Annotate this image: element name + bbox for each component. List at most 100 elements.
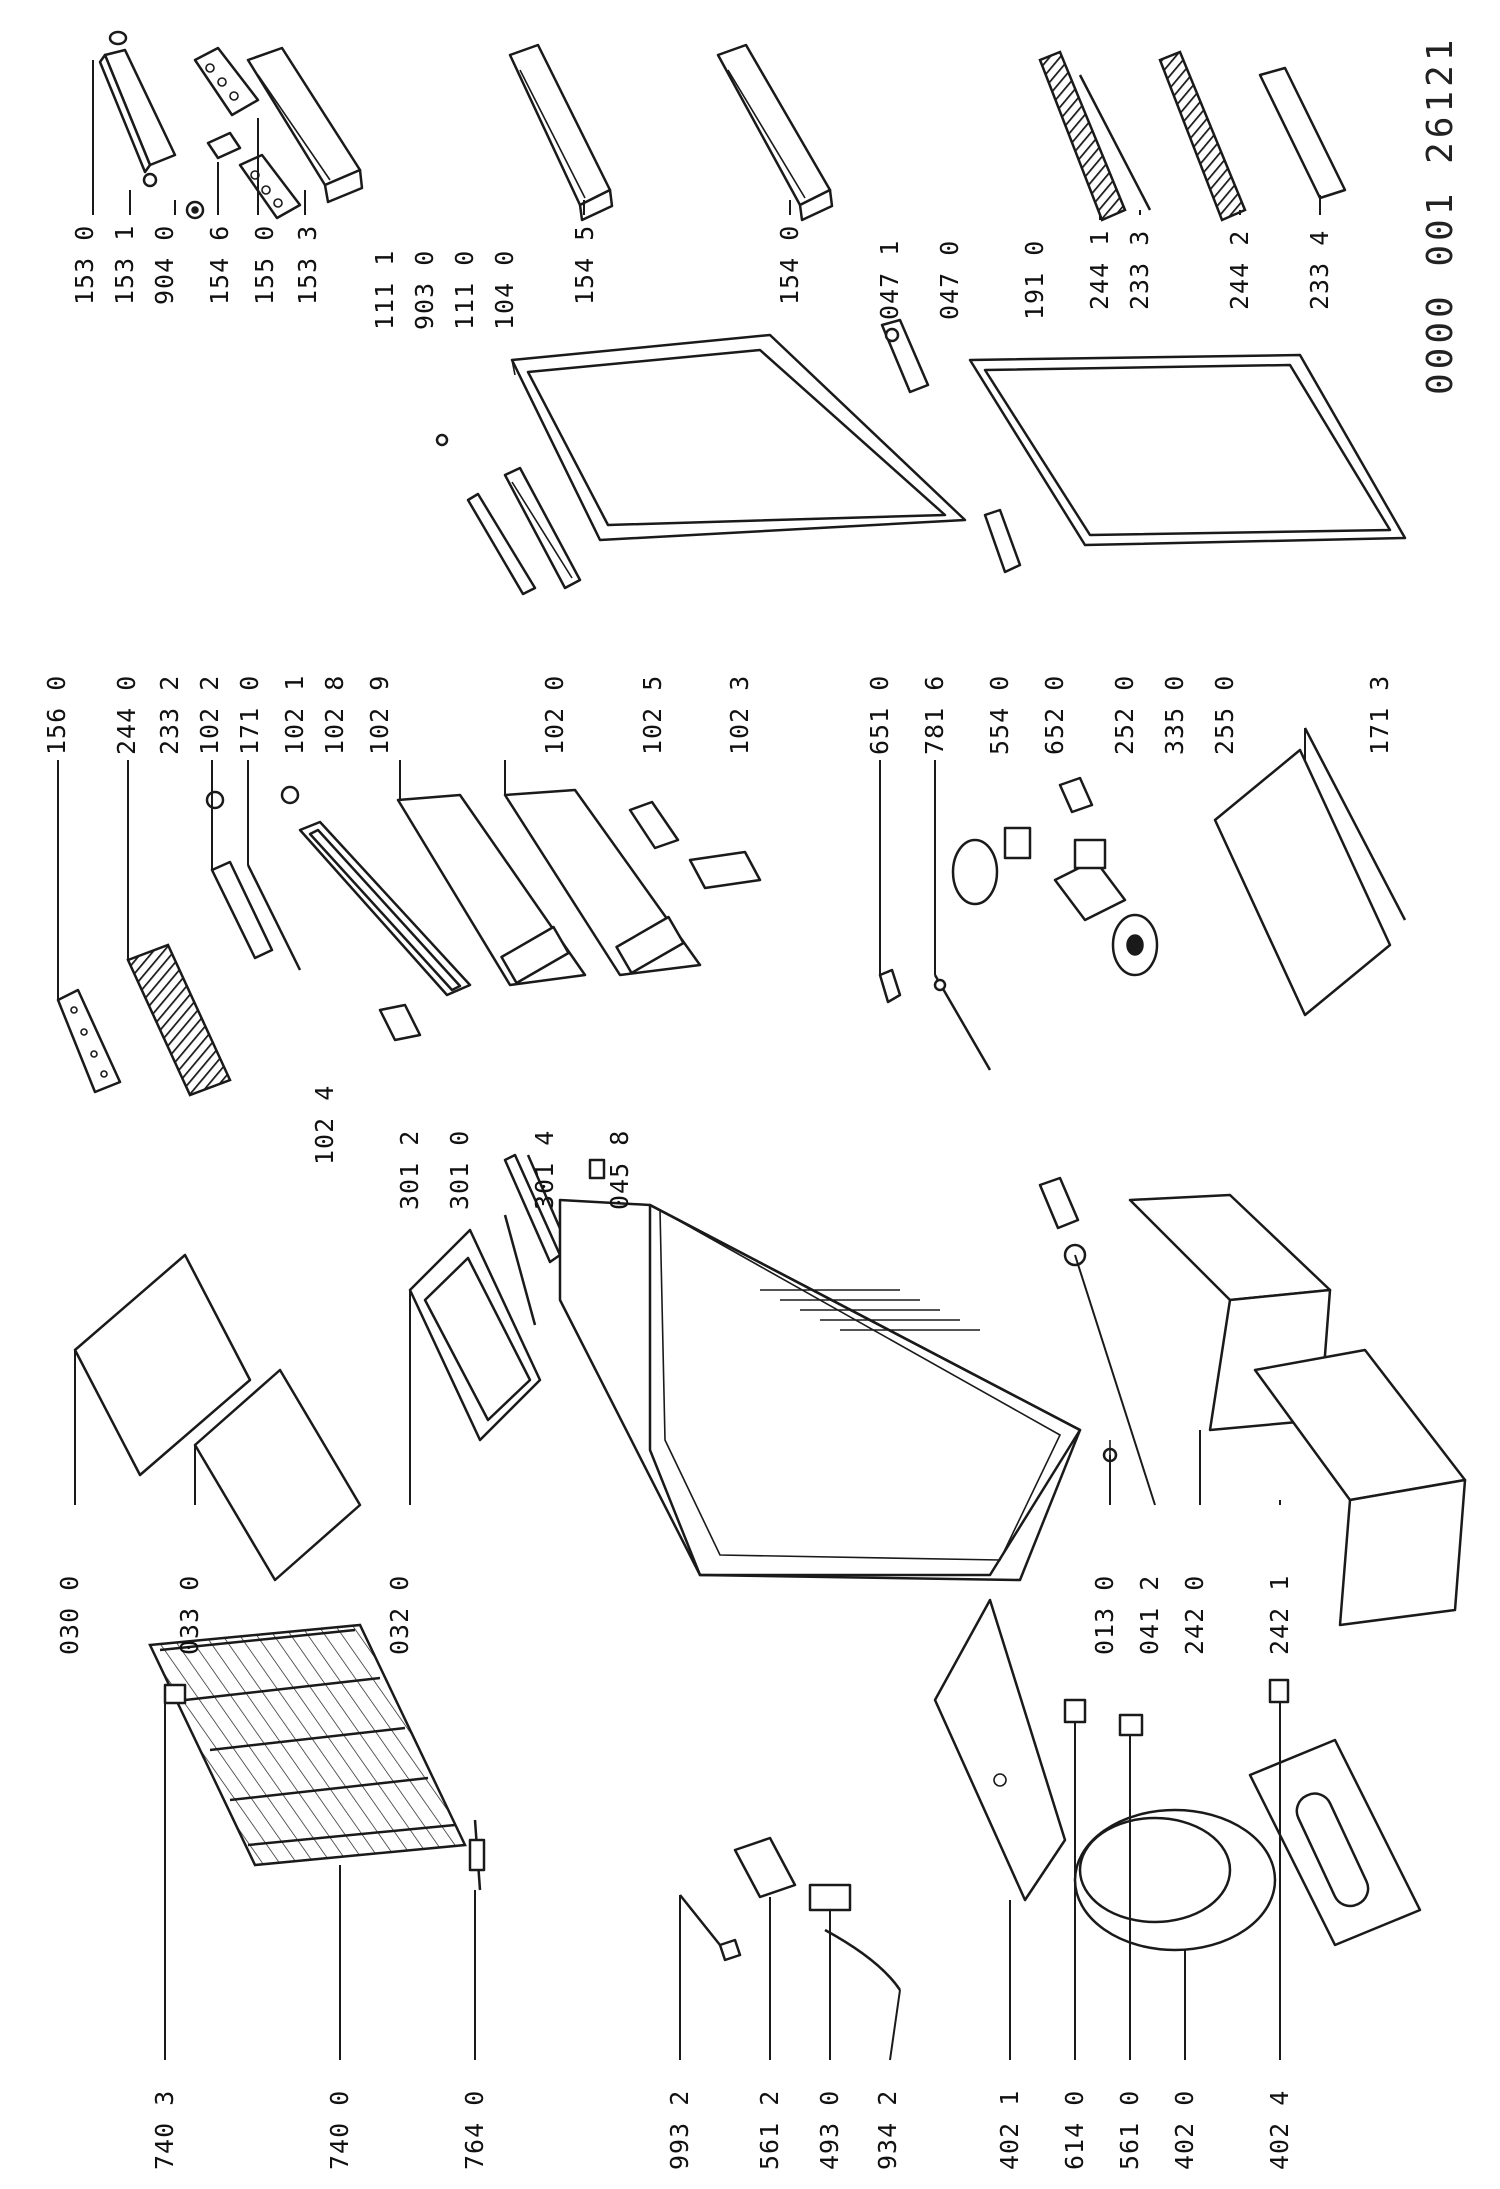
label-153-0: 153 0 <box>70 224 99 305</box>
part-740-0-condenser <box>148 1623 467 1867</box>
part-993-2-cable <box>679 1894 742 1962</box>
label-740-0: 740 0 <box>325 2089 354 2170</box>
part-301-2-rail <box>503 1214 537 1326</box>
part-047-1-hinge <box>880 318 930 394</box>
part-903-0-screw <box>435 433 449 447</box>
part-233-2-glass <box>210 860 274 960</box>
label-102-1: 102 1 <box>280 674 309 755</box>
part-652-0-switch <box>1058 776 1094 814</box>
label-554-0: 554 0 <box>985 674 1014 755</box>
label-102-4: 102 4 <box>310 1084 339 1165</box>
label-171-0: 171 0 <box>235 674 264 755</box>
label-764-0: 764 0 <box>460 2089 489 2170</box>
label-030-0: 030 0 <box>55 1574 84 1655</box>
part-102-4-bracket <box>378 1003 422 1042</box>
label-614-0: 614 0 <box>1060 2089 1089 2170</box>
label-233-2: 233 2 <box>155 674 184 755</box>
part-045-8-peg <box>588 1158 606 1180</box>
part-244-1-wire-shelf <box>1038 50 1127 222</box>
label-402-1: 402 1 <box>995 2089 1024 2170</box>
part-bracket-hinge <box>1038 1176 1080 1230</box>
label-154-0: 154 0 <box>775 224 804 305</box>
part-102-8-gasket-frame <box>298 820 472 997</box>
label-155-0: 155 0 <box>250 224 279 305</box>
part-171-3-trim <box>1303 727 1407 921</box>
label-102-9: 102 9 <box>365 674 394 755</box>
label-561-0: 561 0 <box>1115 2089 1144 2170</box>
part-493-0-capacitor <box>808 1883 852 1912</box>
part-153-0-egg-tray <box>98 30 177 174</box>
part-102-1-knob <box>280 785 300 805</box>
label-104-0: 104 0 <box>490 249 519 330</box>
label-255-0: 255 0 <box>1210 674 1239 755</box>
part-153-1-clip <box>142 172 158 188</box>
part-153-3-door-shelf <box>246 46 364 204</box>
part-781-6-probe <box>933 974 992 1071</box>
label-904-0: 904 0 <box>150 224 179 305</box>
label-153-3: 153 3 <box>293 224 322 305</box>
label-301-4: 301 4 <box>530 1129 559 1210</box>
part-614-0-grommet <box>1063 1698 1087 1724</box>
label-102-0: 102 0 <box>540 674 569 755</box>
part-561-0-relay <box>1118 1713 1144 1737</box>
label-242-1: 242 1 <box>1265 1574 1294 1655</box>
part-904-0-screw <box>185 200 205 220</box>
label-102-5: 102 5 <box>638 674 667 755</box>
part-030-0-worktop <box>73 1253 252 1477</box>
part-171-0-trim <box>246 864 302 971</box>
part-102-9-freezer-door-inner <box>396 793 587 987</box>
label-652-0: 652 0 <box>1040 674 1069 755</box>
part-191-0-door-gasket <box>968 353 1407 547</box>
label-013-0: 013 0 <box>1090 1574 1119 1655</box>
label-740-3: 740 3 <box>150 2089 179 2170</box>
label-252-0: 252 0 <box>1110 674 1139 755</box>
part-934-2-wire <box>824 1928 902 1991</box>
part-154-5-door-shelf <box>508 43 614 222</box>
part-base-plate <box>1248 1738 1422 1947</box>
label-402-0: 402 0 <box>1170 2089 1199 2170</box>
label-402-4: 402 4 <box>1265 2089 1294 2170</box>
part-244-2-wire-shelf <box>1158 50 1247 222</box>
part-111-0-handle <box>503 466 582 590</box>
label-171-3: 171 3 <box>1365 674 1394 755</box>
part-104-0-door <box>510 333 967 542</box>
label-102-3: 102 3 <box>725 674 754 755</box>
part-cabinet <box>558 1198 1082 1582</box>
label-154-6: 154 6 <box>205 224 234 305</box>
part-244-0-wire-shelf <box>126 943 232 1097</box>
part-402-1-compressor-tray <box>933 1598 1067 1902</box>
label-242-0: 242 0 <box>1180 1574 1209 1655</box>
label-335-0: 335 0 <box>1160 674 1189 755</box>
part-033-0-top-panel <box>193 1368 362 1582</box>
label-244-0: 244 0 <box>112 674 141 755</box>
label-781-6: 781 6 <box>920 674 949 755</box>
label-301-2: 301 2 <box>395 1129 424 1210</box>
part-102-0-freezer-door <box>503 788 702 977</box>
label-651-0: 651 0 <box>865 674 894 755</box>
document-number: 0000 001 26121 <box>1420 35 1461 395</box>
part-255-0-glass-shelf <box>1213 748 1392 1017</box>
part-252-0-thermostat <box>1053 838 1127 922</box>
part-651-0-lamp <box>878 968 902 1004</box>
part-102-3-latch <box>688 850 762 890</box>
part-561-2-relay <box>733 1836 797 1899</box>
part-335-0-knob <box>1111 913 1159 977</box>
label-993-2: 993 2 <box>665 2089 694 2170</box>
label-111-0: 111 0 <box>450 249 479 330</box>
label-045-8: 045 8 <box>605 1129 634 1210</box>
part-402-4-clip <box>1268 1678 1290 1704</box>
label-156-0: 156 0 <box>42 674 71 755</box>
part-154-0-door-shelf <box>716 43 834 222</box>
part-155-0-egg-holder-a <box>193 46 260 117</box>
label-244-2: 244 2 <box>1225 229 1254 310</box>
part-233-4-glass-shelf <box>1258 66 1347 200</box>
label-041-2: 041 2 <box>1135 1574 1164 1655</box>
part-102-5-handle-block <box>628 800 680 850</box>
label-934-2: 934 2 <box>873 2089 902 2170</box>
label-233-3: 233 3 <box>1125 229 1154 310</box>
part-032-0-top-frame <box>408 1228 542 1442</box>
label-032-0: 032 0 <box>385 1574 414 1655</box>
part-764-0-filter-drier <box>468 1819 486 1891</box>
